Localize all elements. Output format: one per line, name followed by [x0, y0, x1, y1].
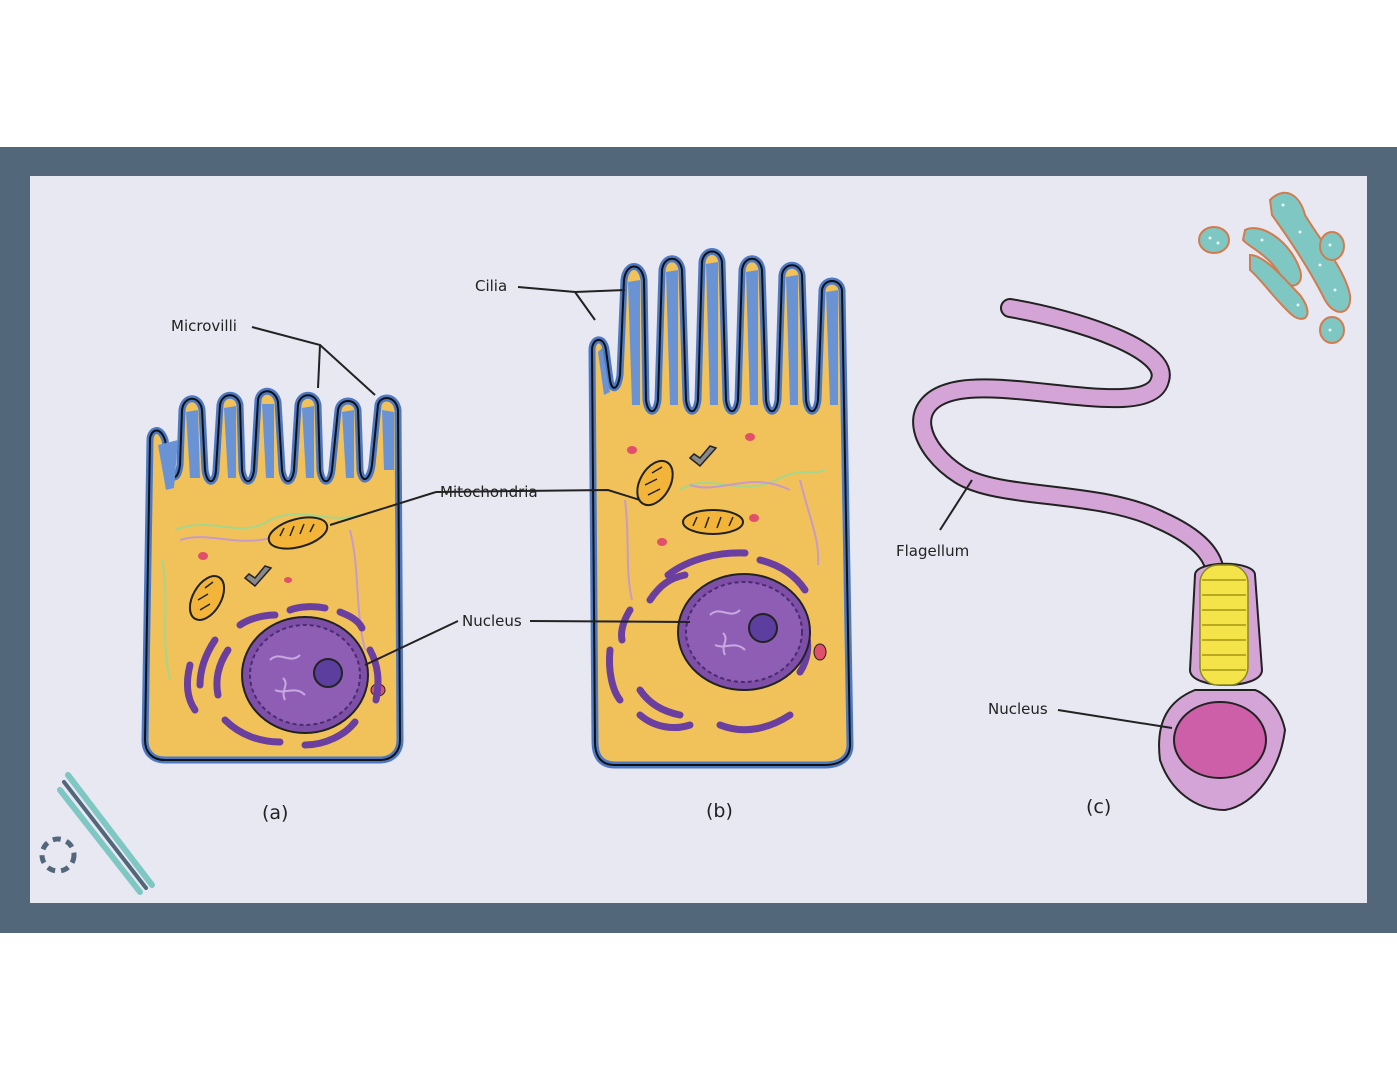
label-microvilli: Microvilli [171, 317, 237, 335]
leader-lines [251, 286, 1173, 729]
midpiece-mitochondria [1199, 564, 1249, 686]
epithelial-cell-b [588, 248, 854, 769]
mitochondrion-b1 [636, 459, 674, 507]
label-flagellum: Flagellum [896, 542, 969, 560]
mitochondrion-a2 [188, 575, 226, 621]
sperm-cell-c [912, 298, 1287, 812]
label-mitochondria: Mitochondria [440, 483, 538, 501]
microvilli-a-fill [158, 404, 394, 490]
bacteria-cluster-icon [1198, 191, 1352, 344]
dashed-circle-icon [39, 836, 77, 874]
flagellum-tail [912, 298, 1225, 585]
nucleus-b [677, 573, 811, 691]
label-cilia: Cilia [475, 277, 507, 295]
label-nucleus-a: Nucleus [462, 612, 522, 630]
caption-b: (b) [706, 800, 733, 822]
sperm-nucleus [1173, 701, 1267, 779]
nucleus-a [241, 616, 369, 734]
caption-a: (a) [262, 802, 288, 824]
mitochondrion-b2 [682, 509, 744, 535]
mitochondrion-a1 [267, 516, 329, 550]
epithelial-cell-a [141, 387, 404, 764]
diagonal-lines-icon [57, 772, 155, 895]
label-nucleus-c: Nucleus [988, 700, 1048, 718]
caption-c: (c) [1086, 796, 1111, 818]
